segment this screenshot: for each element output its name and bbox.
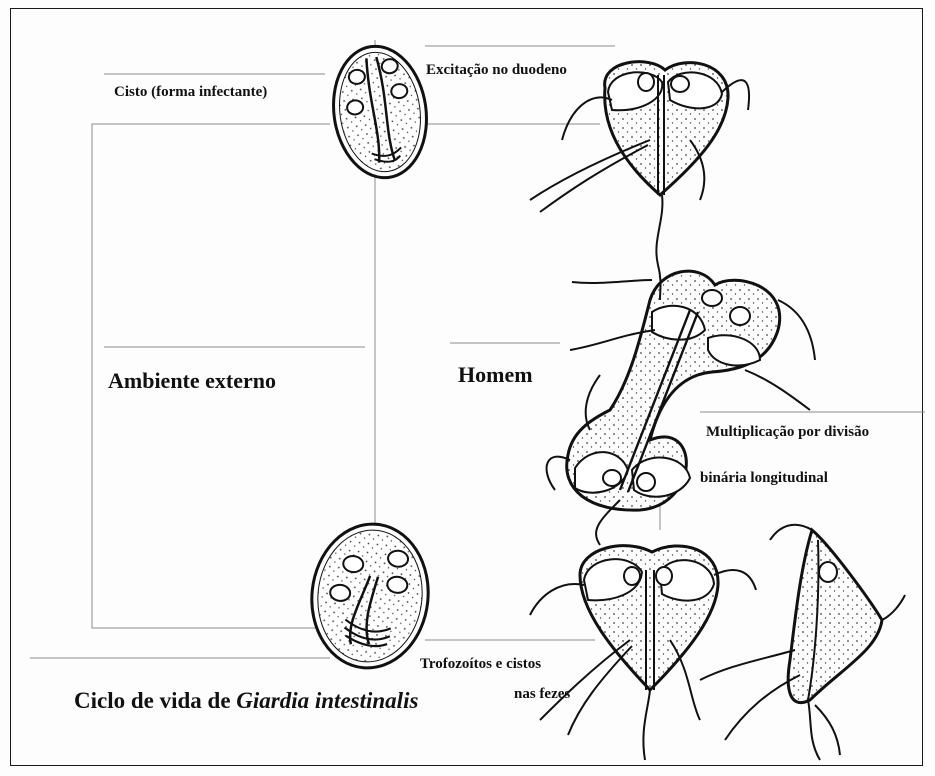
external-environment-label: Ambiente externo	[108, 368, 276, 394]
feces-label-line-1: Trofozoítos e cistos	[420, 656, 541, 673]
trophozoite-bottom-drawing	[530, 546, 756, 760]
host-label: Homem	[458, 362, 533, 388]
division-label-line-1: Multiplicação por divisão	[706, 424, 869, 441]
trophozoite-top-drawing	[530, 62, 749, 300]
feces-label-line-2: nas fezes	[514, 686, 570, 703]
dividing-trophozoite-drawing	[547, 271, 815, 545]
caption-prefix: Ciclo de vida de	[74, 688, 236, 713]
excystation-label: Excitação no duodeno	[426, 62, 567, 79]
cycle-guide-lines	[30, 40, 925, 658]
trophozoite-side-drawing	[700, 525, 905, 760]
cyst-label: Cisto (forma infectante)	[114, 84, 267, 101]
figure-caption: Ciclo de vida de Giardia intestinalis	[74, 688, 418, 714]
cyst-bottom-drawing	[305, 518, 435, 673]
caption-species: Giardia intestinalis	[236, 688, 418, 713]
cyst-top-drawing	[325, 40, 434, 184]
division-label-line-2: binária longitudinal	[700, 470, 828, 487]
